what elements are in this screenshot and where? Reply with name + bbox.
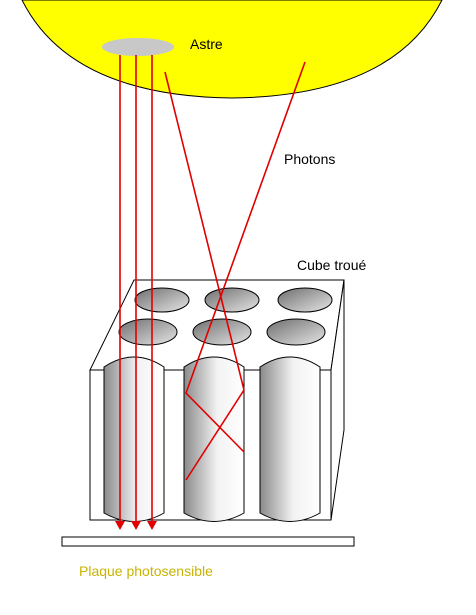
perforated-cube <box>89 279 345 522</box>
label-plaque: Plaque photosensible <box>79 563 213 579</box>
arrowhead <box>131 521 141 530</box>
cube-hole <box>134 287 190 313</box>
cube-hole <box>192 318 252 346</box>
arrowhead <box>147 521 157 530</box>
label-astre: Astre <box>190 36 223 52</box>
photon-ray-reflected <box>185 61 306 453</box>
cube-hole <box>266 318 326 346</box>
star-emission-spot <box>102 38 174 56</box>
cube-cylinder <box>183 356 245 522</box>
photon-rays <box>119 55 306 523</box>
cube-cylinder <box>259 356 321 522</box>
label-cube: Cube troué <box>297 257 367 273</box>
star-shape <box>21 0 443 99</box>
cube-hole <box>204 287 260 313</box>
photon-ray-reflected <box>164 71 245 481</box>
photosensitive-plate <box>61 536 355 547</box>
arrowhead <box>115 521 125 530</box>
cube-cylinder <box>103 356 165 522</box>
cube-hole <box>118 318 178 346</box>
cube-hole <box>277 287 333 313</box>
photon-arrowheads <box>115 521 157 530</box>
label-photons: Photons <box>284 151 336 167</box>
